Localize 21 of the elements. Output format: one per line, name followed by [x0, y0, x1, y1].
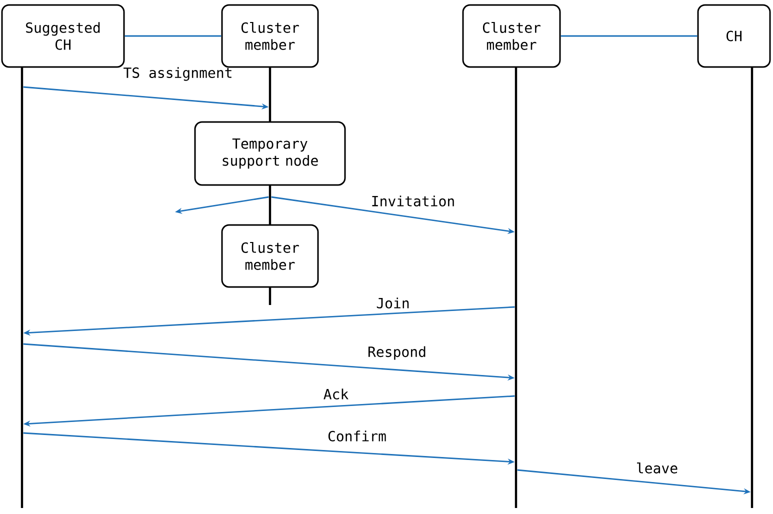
lifeline — [268, 67, 272, 122]
process-box: CH — [697, 4, 771, 68]
edge-label: Ack — [324, 388, 348, 400]
edge-label: Confirm — [328, 430, 386, 442]
process-box: Cluster member — [462, 4, 561, 68]
edge-label: Join — [376, 298, 409, 308]
lifeline — [268, 185, 272, 225]
process-box: Temporary support node — [194, 121, 346, 186]
process-box: Cluster member — [221, 224, 319, 288]
process-box: Cluster member — [221, 4, 319, 68]
edge-label: leave — [637, 462, 678, 474]
lifeline — [750, 67, 754, 508]
lifeline — [514, 67, 518, 508]
edge-label: Invitation — [372, 196, 454, 206]
connector-line — [124, 35, 222, 37]
connector-line — [560, 35, 698, 37]
edge-label: Respond — [368, 346, 426, 360]
process-box: Suggested CH — [1, 4, 125, 68]
lifeline — [268, 287, 272, 305]
edge-label: TS assignment — [124, 67, 232, 81]
lifeline — [20, 67, 24, 508]
